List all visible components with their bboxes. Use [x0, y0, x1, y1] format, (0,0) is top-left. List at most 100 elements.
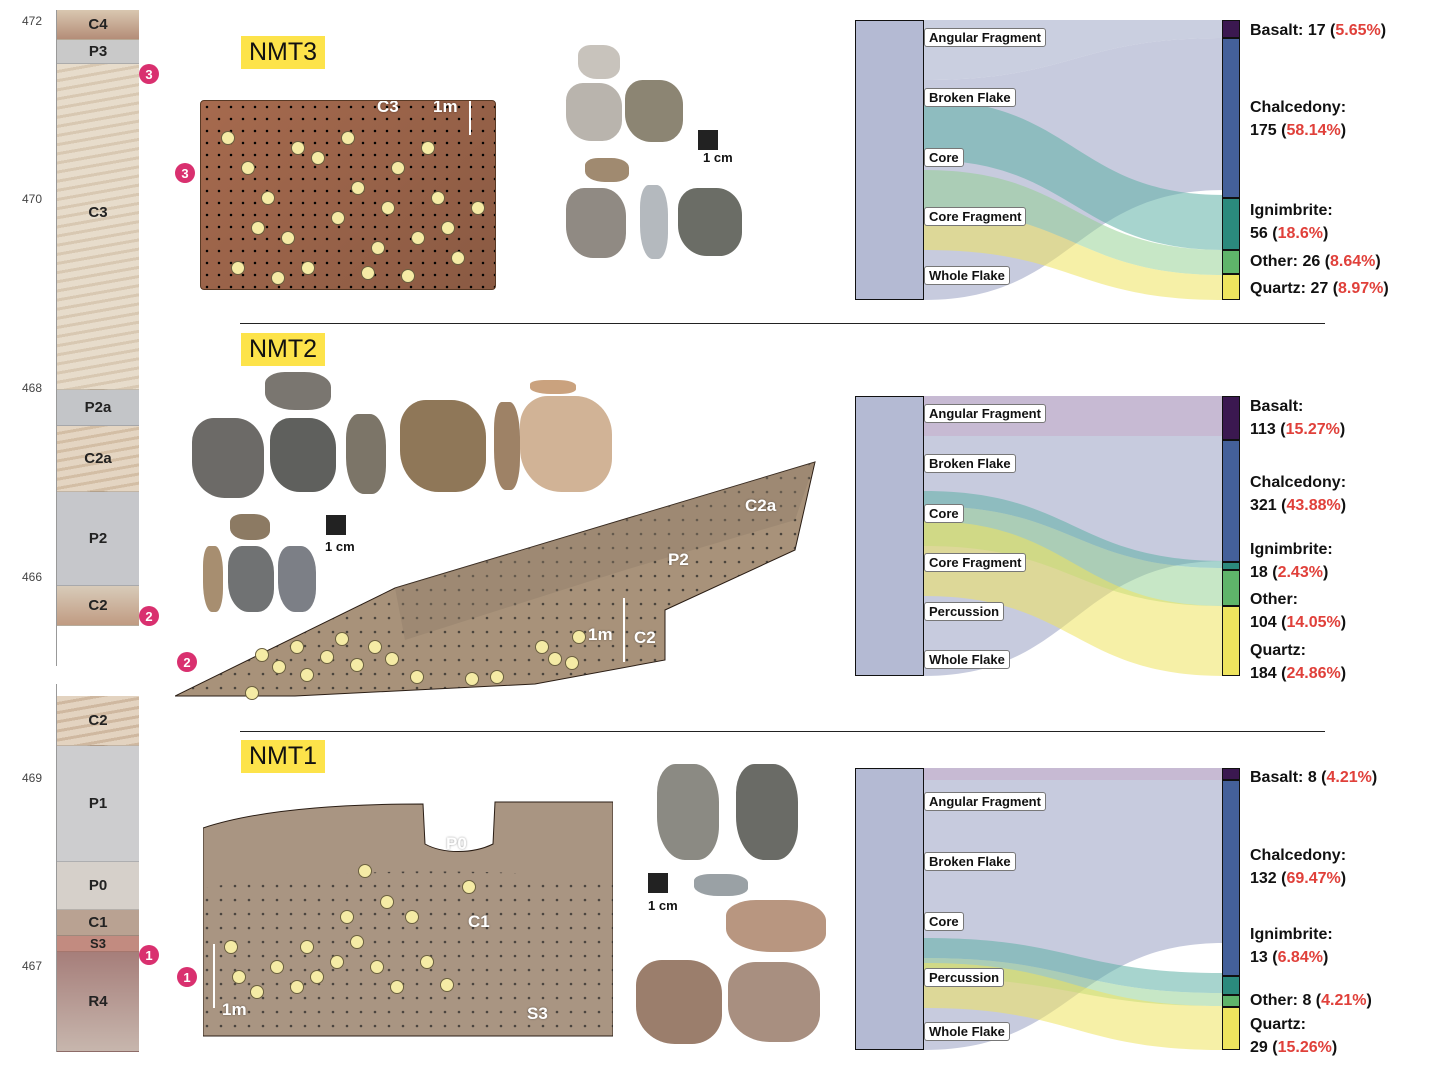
material-label-other: Other: 26 (8.64%): [1250, 253, 1381, 270]
artifact-photo: [520, 396, 612, 492]
material-bar-basalt: [1222, 396, 1240, 440]
material-label-other: Other: 8 (4.21%): [1250, 992, 1372, 1009]
section-label: P0: [446, 834, 467, 853]
material-label-other: Other:104 (14.05%): [1250, 591, 1347, 631]
sankey-left-bar: [855, 768, 924, 1050]
material-bar-chalcedony: [1222, 38, 1240, 198]
site-title: NMT3: [241, 36, 326, 69]
category-label: Percussion: [924, 968, 1005, 987]
depth-tick: 467: [21, 959, 42, 973]
material-bar-quartz: [1222, 606, 1240, 676]
layer-s3: S3: [57, 936, 139, 952]
depth-tick: 472: [21, 14, 42, 28]
layer-p2a: P2a: [57, 390, 139, 426]
artifact-photo: [566, 83, 622, 141]
layer-c2a: C2a: [57, 426, 139, 492]
depth-tick: 466: [21, 570, 42, 584]
layer-c1: C1: [57, 910, 139, 936]
layer-p2: P2: [57, 492, 139, 586]
layer-c3-label: C3: [88, 204, 108, 221]
scale-square: [698, 130, 718, 150]
depth-tick: 468: [21, 381, 42, 395]
layer-c4: C4: [57, 10, 139, 40]
artifact-photo: [736, 764, 798, 860]
category-label: Core Fragment: [924, 553, 1027, 572]
material-bar-other: [1222, 570, 1240, 606]
site-marker-1: 1: [139, 945, 159, 965]
material-label-ignimbrite: Ignimbrite:18 (2.43%): [1250, 541, 1333, 581]
scale-bar: [623, 598, 625, 662]
scale-bar: [469, 101, 471, 135]
artifact-photo: [585, 158, 629, 182]
scale-label: 1 cm: [703, 150, 733, 165]
artifact-photo: [400, 400, 486, 492]
layer-c2: C2: [57, 586, 139, 626]
artifact-photo: [192, 418, 264, 498]
section-divider: [240, 731, 1325, 732]
section-label: P2: [668, 550, 689, 569]
strat-axis-upper: [56, 10, 57, 666]
site-marker-3: 3: [175, 163, 195, 183]
site-title: NMT1: [241, 740, 326, 773]
material-label-basalt: Basalt: 8 (4.21%): [1250, 769, 1378, 786]
sankey-left-bar: [855, 396, 924, 676]
scale-bar-label: 1m: [433, 100, 458, 116]
material-label-ignimbrite: Ignimbrite:56 (18.6%): [1250, 202, 1333, 242]
artifact-photo: [678, 188, 742, 256]
layer-c2-lower: C2: [57, 696, 139, 746]
category-label: Percussion: [924, 602, 1005, 621]
sankey-left-bar: [855, 20, 924, 300]
artifact-photo: [270, 418, 336, 492]
artifact-photo: [728, 962, 820, 1042]
category-label: Core Fragment: [924, 207, 1027, 226]
material-bar-basalt: [1222, 768, 1240, 780]
section-label: C2a: [745, 496, 777, 515]
category-label: Whole Flake: [924, 1022, 1010, 1041]
sankey-flows: [924, 396, 1224, 676]
scale-bar-label: 1m: [588, 625, 613, 644]
material-label-chalcedony: Chalcedony:175 (58.14%): [1250, 99, 1347, 139]
artifact-photo: [694, 874, 748, 896]
artifact-photo: [640, 185, 668, 259]
material-bar-chalcedony: [1222, 440, 1240, 562]
material-bar-basalt: [1222, 20, 1240, 38]
category-label: Angular Fragment: [924, 792, 1046, 811]
category-label: Angular Fragment: [924, 404, 1046, 423]
artifact-photo: [657, 764, 719, 860]
scale-label: 1 cm: [648, 898, 678, 913]
artifact-photo: [578, 45, 620, 79]
artifact-photo: [625, 80, 683, 142]
artifact-photo: [530, 380, 576, 394]
material-bar-other: [1222, 250, 1240, 274]
category-label: Whole Flake: [924, 266, 1010, 285]
strat-axis-lower: [56, 684, 57, 1052]
category-label: Angular Fragment: [924, 28, 1046, 47]
material-label-quartz: Quartz: 27 (8.97%): [1250, 280, 1389, 297]
section-divider: [240, 323, 1325, 324]
material-bar-quartz: [1222, 274, 1240, 300]
material-label-quartz: Quartz:29 (15.26%): [1250, 1016, 1338, 1056]
category-label: Core: [924, 912, 964, 931]
artifact-photo: [494, 402, 520, 490]
material-label-basalt: Basalt:113 (15.27%): [1250, 398, 1346, 438]
material-bar-other: [1222, 995, 1240, 1007]
artifact-photo: [265, 372, 331, 410]
category-label: Whole Flake: [924, 650, 1010, 669]
category-label: Core: [924, 148, 964, 167]
material-label-chalcedony: Chalcedony:321 (43.88%): [1250, 474, 1347, 514]
category-label: Broken Flake: [924, 454, 1016, 473]
material-bar-chalcedony: [1222, 780, 1240, 976]
artifact-photo: [203, 546, 223, 612]
site-marker-2: 2: [177, 652, 197, 672]
section-label: S3: [527, 1004, 548, 1023]
layer-r4: R4: [57, 952, 139, 1052]
category-label: Broken Flake: [924, 88, 1016, 107]
section-label: C2: [634, 628, 656, 647]
material-label-basalt: Basalt: 17 (5.65%): [1250, 22, 1387, 39]
material-bar-ignimbrite: [1222, 198, 1240, 250]
sankey-flows: [924, 20, 1224, 300]
site-title: NMT2: [241, 333, 326, 366]
material-bar-quartz: [1222, 1007, 1240, 1050]
layer-p3: P3: [57, 40, 139, 64]
material-bar-ignimbrite: [1222, 976, 1240, 995]
